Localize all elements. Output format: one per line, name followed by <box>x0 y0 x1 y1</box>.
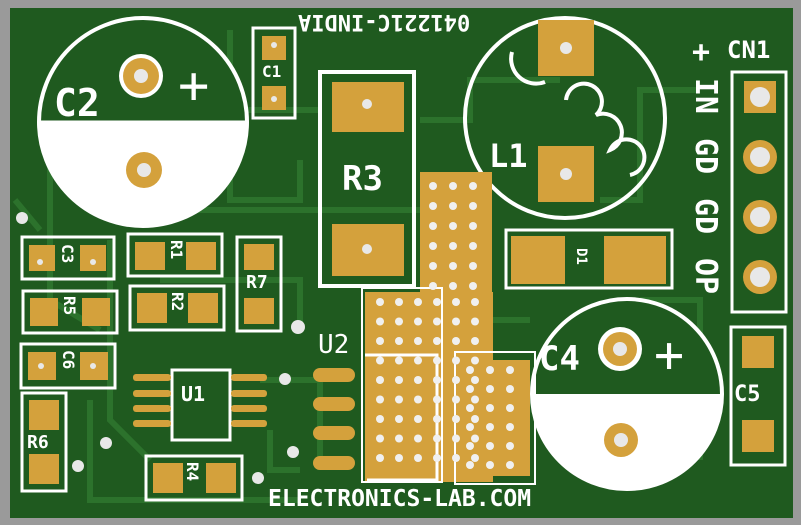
board-id-text: 041221C-INDIA <box>298 9 471 34</box>
r2-label: R2 <box>168 292 187 312</box>
d1-diode <box>504 228 674 290</box>
cn1-pin-label-op: OP <box>688 258 723 295</box>
c2-capacitor <box>37 16 249 228</box>
cn1-pin-label-gd1: GD <box>688 138 723 175</box>
r3-resistor <box>318 70 416 288</box>
r2-resistor <box>128 284 226 332</box>
cn1-pin-label-gd2: GD <box>688 198 723 235</box>
r4-label: R4 <box>183 462 202 482</box>
thermal-vias <box>376 182 514 469</box>
c5-label: C5 <box>734 382 761 407</box>
c1-label: C1 <box>262 62 282 81</box>
c6-capacitor <box>19 342 117 390</box>
r6-resistor <box>20 391 68 493</box>
c4-polarity-mark: + <box>654 326 685 384</box>
r6-label: R6 <box>27 432 49 453</box>
u1-label: U1 <box>181 382 206 406</box>
c1-capacitor <box>251 26 297 120</box>
c4-label: C4 <box>539 339 580 379</box>
r5-label: R5 <box>60 296 79 316</box>
d1-label: D1 <box>573 248 589 265</box>
c5-capacitor <box>729 325 787 467</box>
c2-polarity-mark: + <box>178 56 210 116</box>
r3-label: R3 <box>342 159 383 199</box>
r1-label: R1 <box>167 240 186 260</box>
r4-resistor <box>144 454 244 502</box>
r7-resistor <box>235 235 283 333</box>
c6-label: C6 <box>59 350 78 370</box>
l1-inductor <box>463 16 667 220</box>
u2-regulator <box>313 172 536 485</box>
u1-ic <box>133 368 267 442</box>
c2-label: C2 <box>54 81 100 125</box>
c3-capacitor <box>20 235 116 281</box>
r7-label: R7 <box>246 272 268 293</box>
vias <box>16 212 305 484</box>
cn1-label: CN1 <box>727 36 771 64</box>
r1-resistor <box>126 232 224 278</box>
u2-label: U2 <box>318 330 350 360</box>
cn1-plus-mark: + <box>692 35 711 70</box>
c4-capacitor <box>530 297 724 491</box>
cn1-connector <box>730 70 788 314</box>
cn1-pin-label-in: IN <box>688 78 723 115</box>
board-website-text: ELECTRONICS-LAB.COM <box>268 486 532 512</box>
r5-resistor <box>21 289 119 335</box>
c3-label: C3 <box>58 244 77 264</box>
l1-label: L1 <box>489 137 528 175</box>
